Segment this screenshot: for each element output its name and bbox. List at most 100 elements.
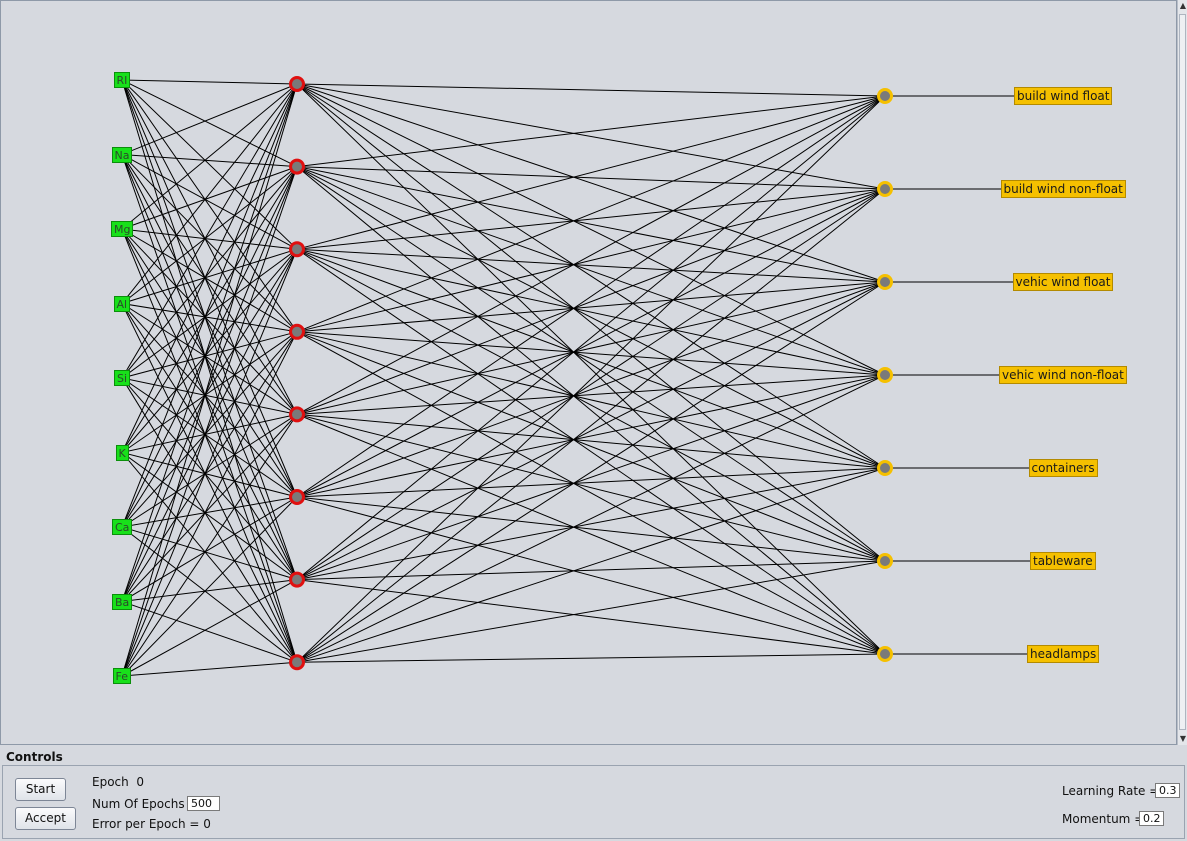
output-label: vehic wind float <box>1012 273 1114 291</box>
hidden-output-edge <box>296 496 886 655</box>
input-node-fe[interactable]: Fe <box>112 668 131 684</box>
input-hidden-edge <box>121 248 298 602</box>
hidden-output-edge <box>296 95 886 580</box>
learning-rate-input[interactable]: 0.3 <box>1155 783 1180 798</box>
input-hidden-edge <box>121 83 298 602</box>
output-node[interactable] <box>877 646 893 662</box>
hidden-output-edge <box>296 579 886 655</box>
epoch-label: Epoch 0 <box>92 775 144 789</box>
hidden-output-edge <box>296 95 886 333</box>
momentum-label: Momentum = <box>1062 812 1145 826</box>
input-hidden-edge <box>121 331 298 528</box>
input-hidden-edge <box>121 331 298 677</box>
output-node[interactable] <box>877 460 893 476</box>
hidden-output-edge <box>296 166 886 562</box>
input-hidden-edge <box>121 154 298 250</box>
hidden-output-edge <box>296 331 886 562</box>
output-node[interactable] <box>877 181 893 197</box>
hidden-node[interactable] <box>289 323 305 340</box>
vertical-scrollbar[interactable]: ▲ ▼ <box>1177 0 1187 745</box>
input-node-mg[interactable]: Mg <box>111 221 134 237</box>
num-epochs-input[interactable]: 500 <box>187 796 220 811</box>
scroll-up-arrow-icon[interactable]: ▲ <box>1179 1 1187 10</box>
start-button[interactable]: Start <box>15 778 66 801</box>
output-node[interactable] <box>877 274 893 290</box>
hidden-output-edge <box>296 248 886 283</box>
input-node-ca[interactable]: Ca <box>112 519 133 535</box>
hidden-output-edge <box>296 166 886 190</box>
hidden-output-edge <box>296 166 886 283</box>
accept-button[interactable]: Accept <box>15 807 76 830</box>
hidden-output-edge <box>296 95 886 250</box>
input-hidden-edge <box>121 377 298 663</box>
input-hidden-edge <box>121 228 298 663</box>
output-node[interactable] <box>877 367 893 383</box>
input-hidden-edge <box>121 303 298 580</box>
hidden-node[interactable] <box>289 489 305 505</box>
momentum-input[interactable]: 0.2 <box>1139 811 1164 826</box>
input-hidden-edge <box>121 79 298 663</box>
hidden-output-edge <box>296 95 886 415</box>
controls-title: Controls <box>6 750 63 764</box>
input-hidden-edge <box>121 154 298 168</box>
scroll-down-arrow-icon[interactable]: ▼ <box>1179 734 1187 743</box>
input-hidden-edge <box>121 154 298 580</box>
input-hidden-edge <box>121 248 298 304</box>
hidden-output-edge <box>296 331 886 376</box>
input-hidden-edge <box>121 413 298 453</box>
input-hidden-edge <box>121 496 298 602</box>
input-hidden-edge <box>121 248 298 379</box>
output-label: build wind float <box>1014 87 1113 105</box>
hidden-output-edge <box>296 166 886 655</box>
hidden-output-edge <box>296 413 886 562</box>
hidden-node[interactable] <box>289 654 305 671</box>
hidden-node[interactable] <box>289 241 305 258</box>
hidden-output-edge <box>296 166 886 469</box>
input-hidden-edge <box>121 377 298 580</box>
output-node[interactable] <box>877 88 893 104</box>
hidden-node[interactable] <box>289 76 305 92</box>
controls-panel: Start Accept Epoch 0 Num Of Epochs 500 E… <box>2 765 1185 839</box>
input-hidden-edge <box>121 83 298 304</box>
learning-rate-label: Learning Rate = <box>1062 784 1160 798</box>
hidden-node[interactable] <box>289 406 305 423</box>
input-hidden-edge <box>121 303 298 333</box>
hidden-output-edge <box>296 83 886 97</box>
output-node[interactable] <box>877 553 893 569</box>
hidden-output-edge <box>296 188 886 498</box>
input-hidden-edge <box>121 496 298 528</box>
epoch-label-text: Epoch <box>92 775 129 789</box>
input-hidden-edge <box>121 83 298 453</box>
hidden-output-edge <box>296 83 886 190</box>
hidden-output-edge <box>296 95 886 498</box>
hidden-output-edge <box>296 413 886 655</box>
hidden-node[interactable] <box>289 158 305 175</box>
input-hidden-edge <box>121 79 298 415</box>
hidden-output-edge <box>296 374 886 663</box>
input-hidden-edge <box>121 166 298 602</box>
hidden-output-edge <box>296 331 886 655</box>
input-hidden-edge <box>121 166 298 677</box>
hidden-node[interactable] <box>289 571 305 588</box>
network-graph <box>121 76 1063 677</box>
hidden-output-edge <box>296 281 886 581</box>
hidden-output-edge <box>296 281 886 415</box>
input-node-na[interactable]: Na <box>111 146 133 163</box>
input-node-k[interactable]: K <box>115 444 129 461</box>
input-hidden-edge <box>121 661 298 677</box>
input-node-ri[interactable]: RI <box>113 72 131 88</box>
hidden-output-edge <box>296 248 886 376</box>
edges <box>121 79 1063 677</box>
input-node-si[interactable]: Si <box>114 370 131 386</box>
input-node-ba[interactable]: Ba <box>112 593 133 610</box>
input-hidden-edge <box>121 166 298 304</box>
hidden-output-edge <box>296 188 886 333</box>
hidden-output-edge <box>296 188 886 415</box>
input-hidden-edge <box>121 248 298 528</box>
input-hidden-edge <box>121 414 298 602</box>
input-node-al[interactable]: Al <box>113 295 131 312</box>
scrollbar-thumb[interactable] <box>1179 14 1186 730</box>
hidden-output-edge <box>296 281 886 333</box>
input-hidden-edge <box>121 414 298 677</box>
input-hidden-edge <box>121 154 298 663</box>
